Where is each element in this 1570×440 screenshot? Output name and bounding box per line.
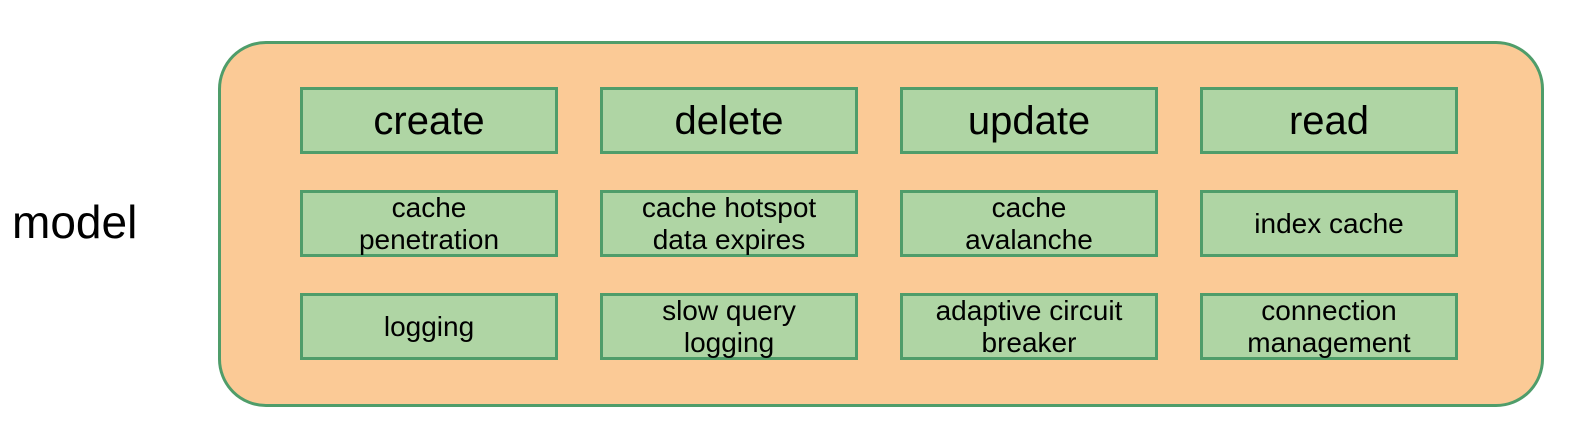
box-cache-penetration: cache penetration bbox=[300, 190, 558, 257]
box-update: update bbox=[900, 87, 1158, 154]
crud-grid: create delete update read cache penetrat… bbox=[300, 87, 1458, 360]
box-delete: delete bbox=[600, 87, 858, 154]
box-read: read bbox=[1200, 87, 1458, 154]
model-label: model bbox=[12, 196, 138, 248]
box-slow-query-logging: slow query logging bbox=[600, 293, 858, 360]
box-cache-avalanche: cache avalanche bbox=[900, 190, 1158, 257]
box-logging: logging bbox=[300, 293, 558, 360]
box-cache-hotspot-data-expires: cache hotspot data expires bbox=[600, 190, 858, 257]
box-connection-management: connection management bbox=[1200, 293, 1458, 360]
model-container: create delete update read cache penetrat… bbox=[218, 41, 1544, 407]
box-create: create bbox=[300, 87, 558, 154]
box-adaptive-circuit-breaker: adaptive circuit breaker bbox=[900, 293, 1158, 360]
box-index-cache: index cache bbox=[1200, 190, 1458, 257]
